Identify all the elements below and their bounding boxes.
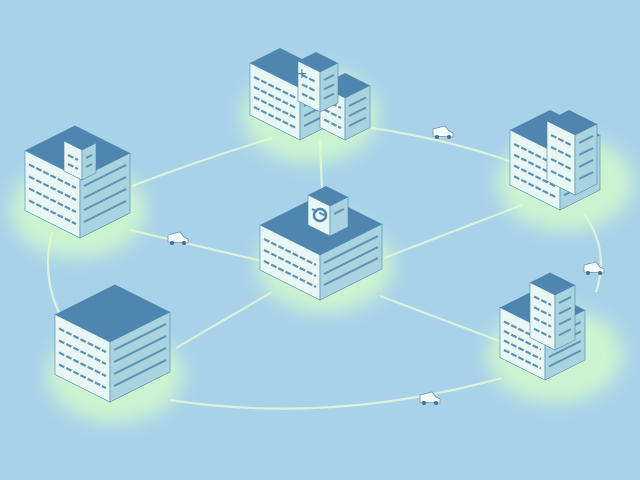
ambulance-icon (167, 231, 189, 245)
hospital-building-icon (24, 125, 131, 239)
hospital-building-icon (259, 186, 383, 301)
clock-icon (312, 207, 328, 223)
link-bottom (169, 376, 503, 410)
hospital-node-hospital-left (10, 125, 146, 258)
link-center-bottomleft (175, 291, 273, 349)
hospital-node-hospital-bottom-left (47, 284, 183, 423)
ambulance-icon (419, 391, 441, 405)
hospital-building-icon (54, 284, 171, 403)
link-center-right (383, 203, 523, 260)
hospital-building-icon (509, 110, 601, 211)
hospital-building-icon: + (249, 48, 371, 141)
link-top-right (371, 126, 513, 164)
hospital-node-hospital-bottom-right (487, 272, 623, 403)
hospital-building-icon (499, 272, 586, 381)
ambulance-icon (432, 125, 454, 139)
hospital-node-hospital-top: + (242, 48, 378, 163)
link-center-bottomright (379, 294, 503, 344)
hospital-node-hospital-center (257, 186, 393, 313)
ambulance-icon (583, 261, 605, 275)
link-left-center (129, 228, 267, 264)
hospital-node-hospital-right (497, 110, 633, 231)
cross-icon: + (296, 66, 308, 82)
